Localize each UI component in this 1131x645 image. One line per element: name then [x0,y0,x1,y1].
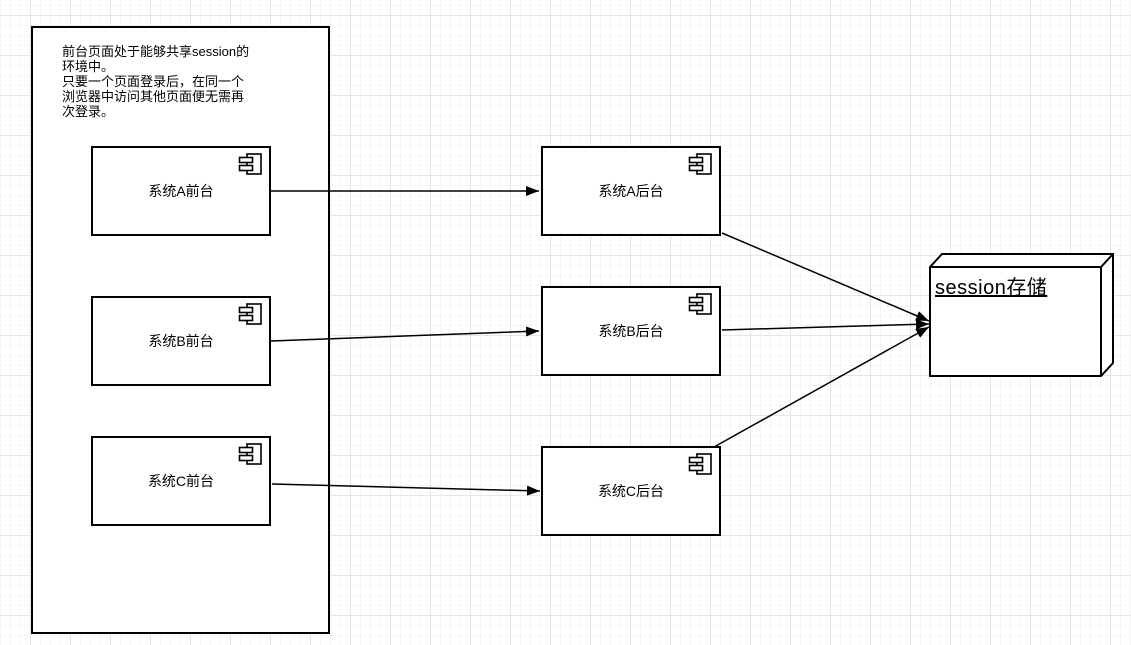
component-back-b[interactable]: 系统B后台 [541,286,721,376]
connector-back-a-session[interactable] [721,232,930,322]
component-front-c[interactable]: 系统C前台 [91,436,271,526]
component-label: 系统A后台 [598,183,664,199]
component-label: 系统A前台 [148,183,214,199]
component-back-a[interactable]: 系统A后台 [541,146,721,236]
component-front-a[interactable]: 系统A前台 [91,146,271,236]
component-icon [688,453,712,475]
component-icon [238,443,262,465]
component-label: 系统C前台 [147,473,215,489]
component-back-c[interactable]: 系统C后台 [541,446,721,536]
connector-back-b-session[interactable] [721,319,930,331]
component-label: 系统B前台 [148,333,214,349]
component-icon [688,153,712,175]
component-label: 系统C后台 [597,483,665,499]
session-storage-label: session存储 [935,277,1048,299]
connector-back-c-session[interactable] [713,326,930,448]
component-icon [238,153,262,175]
note-text: 前台页面处于能够共享session的 环境中。 只要一个页面登录后，在同一个 浏… [62,44,250,119]
note-container[interactable]: 前台页面处于能够共享session的 环境中。 只要一个页面登录后，在同一个 浏… [31,26,330,634]
component-front-b[interactable]: 系统B前台 [91,296,271,386]
component-icon [238,303,262,325]
component-label: 系统B后台 [598,323,664,339]
component-icon [688,293,712,315]
